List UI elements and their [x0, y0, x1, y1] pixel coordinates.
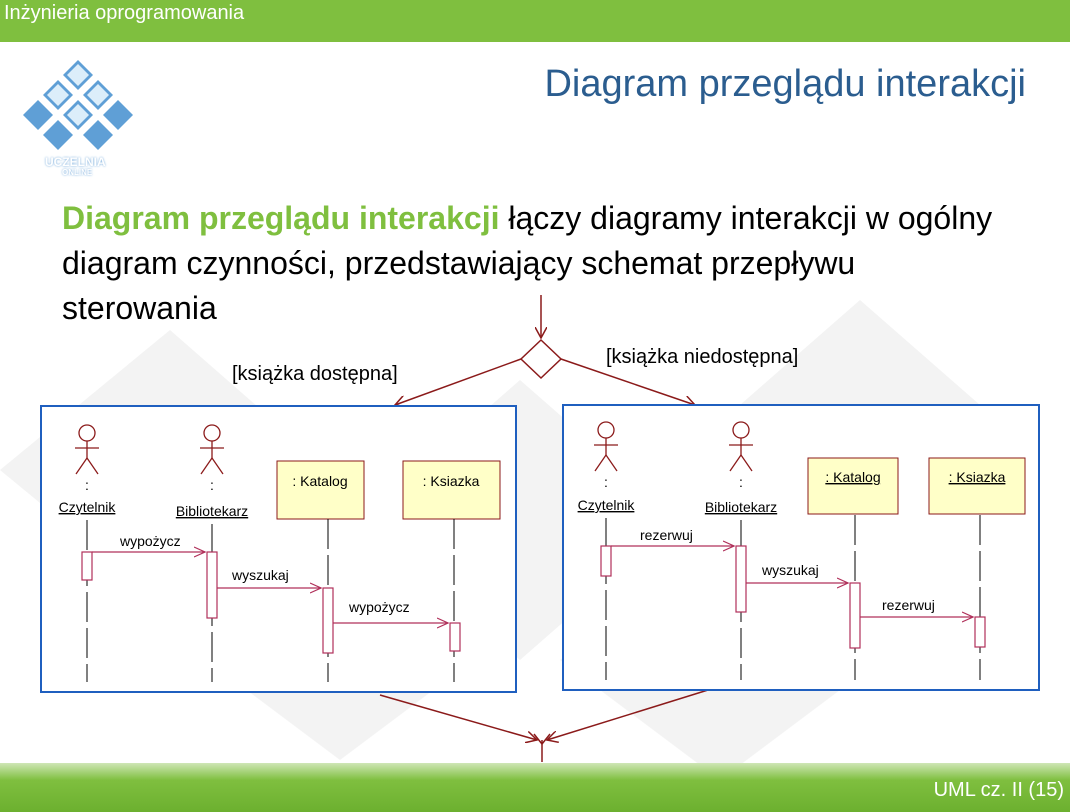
activation-bars	[600, 545, 986, 649]
university-logo	[23, 60, 133, 150]
message-label: wypożycz	[119, 533, 181, 549]
intro-paragraph: Diagram przeglądu interakcji łączy diagr…	[62, 196, 1002, 331]
actor-prefix: :	[739, 474, 743, 490]
object-katalog-box	[276, 460, 365, 520]
right-frame-border	[562, 404, 1040, 691]
footer-text: UML cz. II (15)	[933, 779, 1064, 801]
actor-bibliotekarz: Bibliotekarz	[705, 499, 777, 515]
message-label: rezerwuj	[882, 597, 935, 613]
intro-text: łączy diagramy interakcji w ogólny diagr…	[62, 200, 993, 326]
message-label: wyszukaj	[231, 567, 289, 583]
object-ksiazka-box	[928, 457, 1026, 515]
object-katalog: : Katalog	[292, 473, 347, 489]
actor-bibliotekarz: Bibliotekarz	[176, 503, 248, 519]
object-ksiazka-box	[402, 460, 501, 520]
object-ksiazka: : Ksiazka	[949, 469, 1006, 485]
actor-czytelnik: Czytelnik	[59, 499, 117, 515]
object-katalog: : Katalog	[825, 469, 880, 485]
intro-keyword: Diagram przeglądu interakcji	[62, 200, 500, 236]
slide-title: Diagram przeglądu interakcji	[544, 63, 1026, 105]
left-frame-border	[40, 405, 517, 693]
decision-node	[519, 338, 563, 380]
merge-node	[533, 733, 551, 746]
actor-icon	[200, 424, 224, 475]
course-name: Inżynieria oprogramowania	[4, 2, 245, 24]
actor-prefix: :	[210, 477, 214, 493]
actor-icon	[729, 421, 753, 472]
object-katalog-box	[807, 457, 899, 515]
message-label: rezerwuj	[640, 527, 693, 543]
merge-right-arrow	[547, 689, 709, 740]
message-label: wypożycz	[348, 599, 410, 615]
right-interaction-frame: : Czytelnik : Bibliotekarz : Katalog : K…	[562, 404, 1040, 691]
top-bar	[0, 0, 1070, 42]
object-ksiazka: : Ksiazka	[423, 473, 480, 489]
logo-text: UCZELNIA	[45, 155, 106, 169]
actor-prefix: :	[85, 477, 89, 493]
actor-icon	[594, 421, 618, 472]
control-flow	[379, 295, 709, 762]
actor-prefix: :	[604, 474, 608, 490]
logo-subtext: ONLINE	[62, 168, 93, 177]
guard-right: [książka niedostępna]	[606, 346, 799, 368]
activation-bars	[81, 551, 461, 654]
message-label: wyszukaj	[761, 562, 819, 578]
merge-left-arrow	[379, 694, 537, 740]
actor-icon	[75, 424, 99, 475]
flow-right-arrow	[560, 358, 695, 405]
flow-left-arrow	[395, 358, 522, 405]
footer-bar	[0, 763, 1070, 812]
actor-czytelnik: Czytelnik	[578, 497, 636, 513]
guard-left: [książka dostępna]	[232, 363, 398, 385]
left-interaction-frame: : Czytelnik : Bibliotekarz : Katalog : K…	[40, 405, 517, 693]
